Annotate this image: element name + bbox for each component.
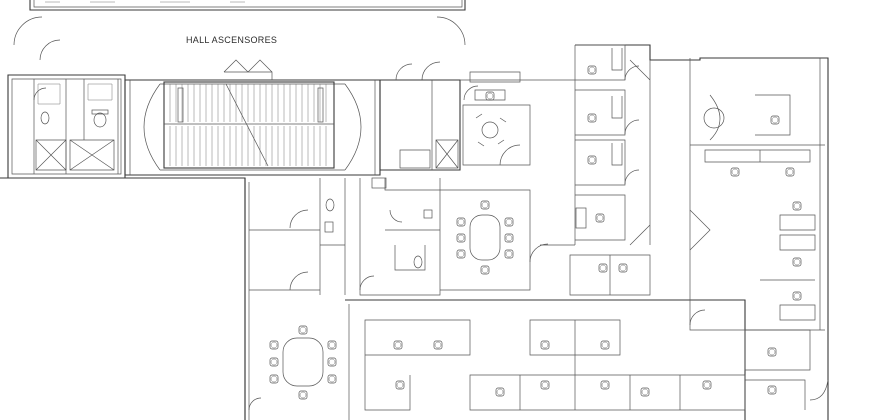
office-chair [792, 201, 802, 211]
office-chair [767, 347, 777, 357]
top-strip [29, 0, 466, 11]
conference-chair [504, 249, 514, 259]
conference-chair [298, 325, 308, 335]
office-chair [600, 340, 610, 350]
office-chair [587, 65, 597, 75]
central-rooms [249, 177, 441, 296]
conference-chair [456, 217, 466, 227]
conference-chair [327, 374, 337, 384]
office-chair [618, 263, 628, 273]
conference-chair [269, 357, 279, 367]
office-chair [595, 213, 605, 223]
chairs [393, 65, 802, 397]
conference-chair [480, 200, 490, 210]
office-chair [495, 387, 505, 397]
hall-ascensores-label: HALL ASCENSORES [186, 35, 278, 45]
conference-chair [269, 374, 279, 384]
conference-chair [298, 390, 308, 400]
bottom-workstations [364, 319, 829, 411]
office-chair [433, 340, 443, 350]
hall-side-rooms [379, 63, 575, 171]
conference-chair [456, 249, 466, 259]
office-chair [792, 291, 802, 301]
elevator-hall [13, 16, 466, 176]
office-chair [640, 387, 650, 397]
conference-chair [456, 233, 466, 243]
right-open-office [689, 58, 825, 331]
conference-chair [480, 265, 490, 275]
office-chair [485, 91, 495, 101]
office-chair [598, 263, 608, 273]
office-chair [767, 385, 777, 395]
conference-chair [269, 340, 279, 350]
building-walls [0, 44, 829, 420]
services-core [7, 74, 126, 179]
conference-chair [504, 233, 514, 243]
office-chair [702, 380, 712, 390]
conference-chair [504, 217, 514, 227]
office-chair [785, 167, 795, 177]
conference-room-left [248, 325, 337, 411]
private-offices [569, 44, 651, 296]
conference-room-center [440, 189, 549, 291]
staircase [163, 81, 335, 169]
office-chair [730, 167, 740, 177]
office-chair [393, 340, 403, 350]
office-chair [540, 340, 550, 350]
office-chair [770, 115, 780, 125]
office-chair [587, 113, 597, 123]
office-chair [792, 257, 802, 267]
conference-chair [327, 340, 337, 350]
round-table-office [462, 89, 531, 166]
conference-chair [327, 357, 337, 367]
office-chair [587, 155, 597, 165]
office-chair [540, 380, 550, 390]
office-chair [395, 380, 405, 390]
office-chair [600, 380, 610, 390]
